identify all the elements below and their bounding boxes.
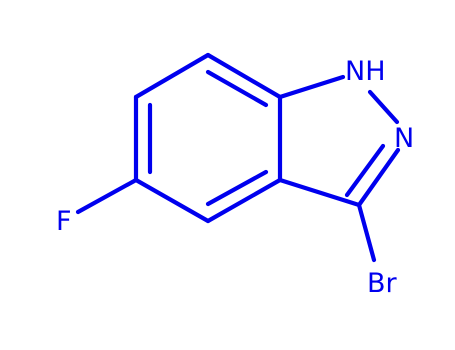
bond-c3a-c4 <box>205 177 283 224</box>
bond-n1-n2 <box>367 89 400 125</box>
double-bond-n2-c3-inner <box>344 143 386 198</box>
atom-label-f: F <box>56 206 72 237</box>
bond-c3-br <box>356 202 377 263</box>
atom-label-nh: NH <box>345 56 386 87</box>
bond-c5-f <box>75 177 139 215</box>
bond-c7a-n1 <box>277 74 346 100</box>
bond-c4-c5 <box>133 177 211 224</box>
bond-n2-c3 <box>356 147 401 208</box>
atom-label-br: Br <box>367 268 397 299</box>
bond-c3-c3a <box>277 177 362 208</box>
atom-label-n: N <box>394 123 415 154</box>
bond-c6-c7 <box>133 52 211 100</box>
double-bond-c3a-c4-inner <box>205 169 269 207</box>
bond-c7-c7a <box>205 52 283 100</box>
double-bond-c7-c7a-inner <box>205 69 269 108</box>
